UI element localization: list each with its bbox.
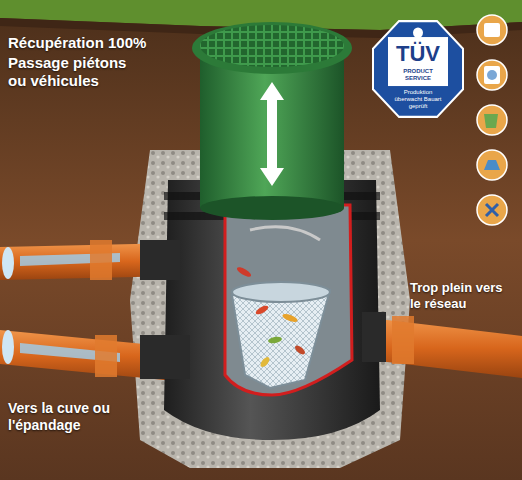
overflow-label: Trop plein vers le réseau xyxy=(410,280,512,311)
traffic-label: Passage piétons ou véhicules xyxy=(8,54,138,90)
badge-subtitle: PRODUCT SERVICE xyxy=(372,68,464,81)
badge-note: Produktion überwacht Bauart geprüft xyxy=(372,89,464,109)
badge-title: TÜV xyxy=(372,42,464,66)
tuv-badge: TÜV PRODUCT SERVICE Produktion überwacht B… xyxy=(372,20,464,118)
recovery-label: Récupération 100% xyxy=(8,34,208,52)
outlet-label: Vers la cuve ou l'épandage xyxy=(8,400,116,434)
